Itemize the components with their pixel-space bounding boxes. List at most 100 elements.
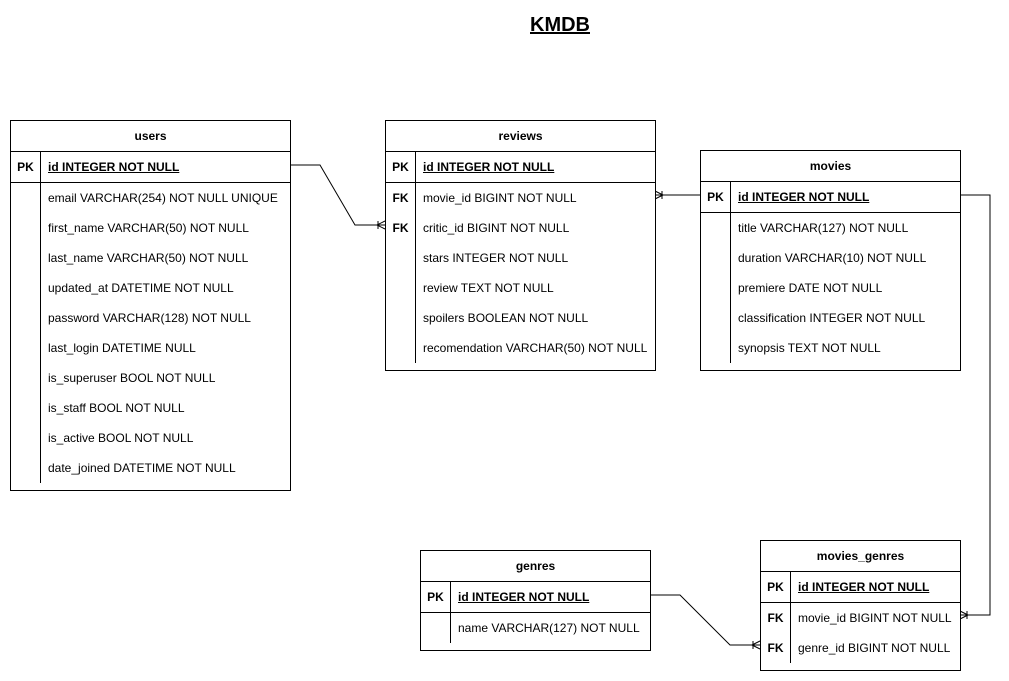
key-label: PK — [386, 152, 416, 182]
field-label: last_login DATETIME NULL — [48, 341, 196, 355]
key-label — [11, 333, 41, 363]
field-label: genre_id BIGINT NOT NULL — [798, 641, 951, 655]
entity-header: genres — [421, 551, 650, 582]
entity-row[interactable]: spoilers BOOLEAN NOT NULL — [386, 303, 655, 333]
entity-row[interactable]: recomendation VARCHAR(50) NOT NULL — [386, 333, 655, 363]
key-label — [701, 273, 731, 303]
entity-header: reviews — [386, 121, 655, 152]
entity-row[interactable]: duration VARCHAR(10) NOT NULL — [701, 243, 960, 273]
key-label: FK — [761, 633, 791, 663]
entity-row[interactable]: PK id INTEGER NOT NULL — [421, 582, 650, 613]
key-label — [11, 183, 41, 213]
entity-row[interactable]: synopsis TEXT NOT NULL — [701, 333, 960, 363]
entity-row[interactable]: is_staff BOOL NOT NULL — [11, 393, 290, 423]
key-label: FK — [386, 183, 416, 213]
key-label: FK — [386, 213, 416, 243]
entity-row[interactable]: FK movie_id BIGINT NOT NULL — [386, 183, 655, 213]
key-label — [701, 333, 731, 363]
field-label: id INTEGER NOT NULL — [458, 590, 590, 604]
entity-row[interactable]: title VARCHAR(127) NOT NULL — [701, 213, 960, 243]
entity-row[interactable]: PK id INTEGER NOT NULL — [11, 152, 290, 183]
entity-row[interactable]: is_active BOOL NOT NULL — [11, 423, 290, 453]
entity-row[interactable]: stars INTEGER NOT NULL — [386, 243, 655, 273]
field-label: title VARCHAR(127) NOT NULL — [738, 221, 909, 235]
field-label: movie_id BIGINT NOT NULL — [798, 611, 952, 625]
key-label — [11, 423, 41, 453]
key-label — [701, 213, 731, 243]
key-label — [701, 303, 731, 333]
field-label: spoilers BOOLEAN NOT NULL — [423, 311, 589, 325]
entity-row[interactable]: date_joined DATETIME NOT NULL — [11, 453, 290, 483]
entity-row[interactable]: PK id INTEGER NOT NULL — [761, 572, 960, 603]
field-label: id INTEGER NOT NULL — [738, 190, 870, 204]
entity-row[interactable]: PK id INTEGER NOT NULL — [701, 182, 960, 213]
field-label: name VARCHAR(127) NOT NULL — [458, 621, 640, 635]
field-label: is_active BOOL NOT NULL — [48, 431, 194, 445]
link-genres-movies-genres — [650, 594, 760, 646]
field-label: synopsis TEXT NOT NULL — [738, 341, 881, 355]
key-label — [11, 363, 41, 393]
field-label: review TEXT NOT NULL — [423, 281, 554, 295]
key-label: PK — [11, 152, 41, 182]
field-label: movie_id BIGINT NOT NULL — [423, 191, 577, 205]
entity-row[interactable]: is_superuser BOOL NOT NULL — [11, 363, 290, 393]
key-label — [386, 303, 416, 333]
field-label: first_name VARCHAR(50) NOT NULL — [48, 221, 249, 235]
entity-row[interactable]: classification INTEGER NOT NULL — [701, 303, 960, 333]
field-label: is_superuser BOOL NOT NULL — [48, 371, 216, 385]
entity-header: movies_genres — [761, 541, 960, 572]
key-label — [11, 213, 41, 243]
key-label: PK — [761, 572, 791, 602]
key-label: FK — [761, 603, 791, 633]
field-label: stars INTEGER NOT NULL — [423, 251, 569, 265]
key-label — [386, 333, 416, 363]
field-label: id INTEGER NOT NULL — [798, 580, 930, 594]
entity-header: users — [11, 121, 290, 152]
field-label: date_joined DATETIME NOT NULL — [48, 461, 236, 475]
entity-row[interactable]: email VARCHAR(254) NOT NULL UNIQUE — [11, 183, 290, 213]
field-label: updated_at DATETIME NOT NULL — [48, 281, 234, 295]
field-label: premiere DATE NOT NULL — [738, 281, 883, 295]
key-label: PK — [421, 582, 451, 612]
entity-row[interactable]: FK critic_id BIGINT NOT NULL — [386, 213, 655, 243]
entity-row[interactable]: premiere DATE NOT NULL — [701, 273, 960, 303]
entity-row[interactable]: password VARCHAR(128) NOT NULL — [11, 303, 290, 333]
entity-row[interactable]: name VARCHAR(127) NOT NULL — [421, 613, 650, 643]
link-movies-movies-genres — [960, 194, 991, 616]
field-label: id INTEGER NOT NULL — [48, 160, 180, 174]
entity-row[interactable]: updated_at DATETIME NOT NULL — [11, 273, 290, 303]
field-label: last_name VARCHAR(50) NOT NULL — [48, 251, 249, 265]
field-label: duration VARCHAR(10) NOT NULL — [738, 251, 927, 265]
key-label — [386, 243, 416, 273]
key-label — [11, 243, 41, 273]
entity-row[interactable]: first_name VARCHAR(50) NOT NULL — [11, 213, 290, 243]
key-label — [701, 243, 731, 273]
key-label: PK — [701, 182, 731, 212]
field-label: classification INTEGER NOT NULL — [738, 311, 926, 325]
field-label: id INTEGER NOT NULL — [423, 160, 555, 174]
entity-row[interactable]: FK genre_id BIGINT NOT NULL — [761, 633, 960, 663]
entity-row[interactable]: review TEXT NOT NULL — [386, 273, 655, 303]
key-label — [11, 273, 41, 303]
field-label: email VARCHAR(254) NOT NULL UNIQUE — [48, 191, 278, 205]
field-label: password VARCHAR(128) NOT NULL — [48, 311, 251, 325]
entity-row[interactable]: last_login DATETIME NULL — [11, 333, 290, 363]
field-label: recomendation VARCHAR(50) NOT NULL — [423, 341, 648, 355]
key-label — [11, 453, 41, 483]
field-label: critic_id BIGINT NOT NULL — [423, 221, 570, 235]
key-label — [421, 613, 451, 643]
entity-header: movies — [701, 151, 960, 182]
key-label — [386, 273, 416, 303]
key-label — [11, 303, 41, 333]
field-label: is_staff BOOL NOT NULL — [48, 401, 185, 415]
entity-row[interactable]: PK id INTEGER NOT NULL — [386, 152, 655, 183]
entity-row[interactable]: last_name VARCHAR(50) NOT NULL — [11, 243, 290, 273]
entity-row[interactable]: FK movie_id BIGINT NOT NULL — [761, 603, 960, 633]
link-users-reviews — [290, 164, 385, 226]
